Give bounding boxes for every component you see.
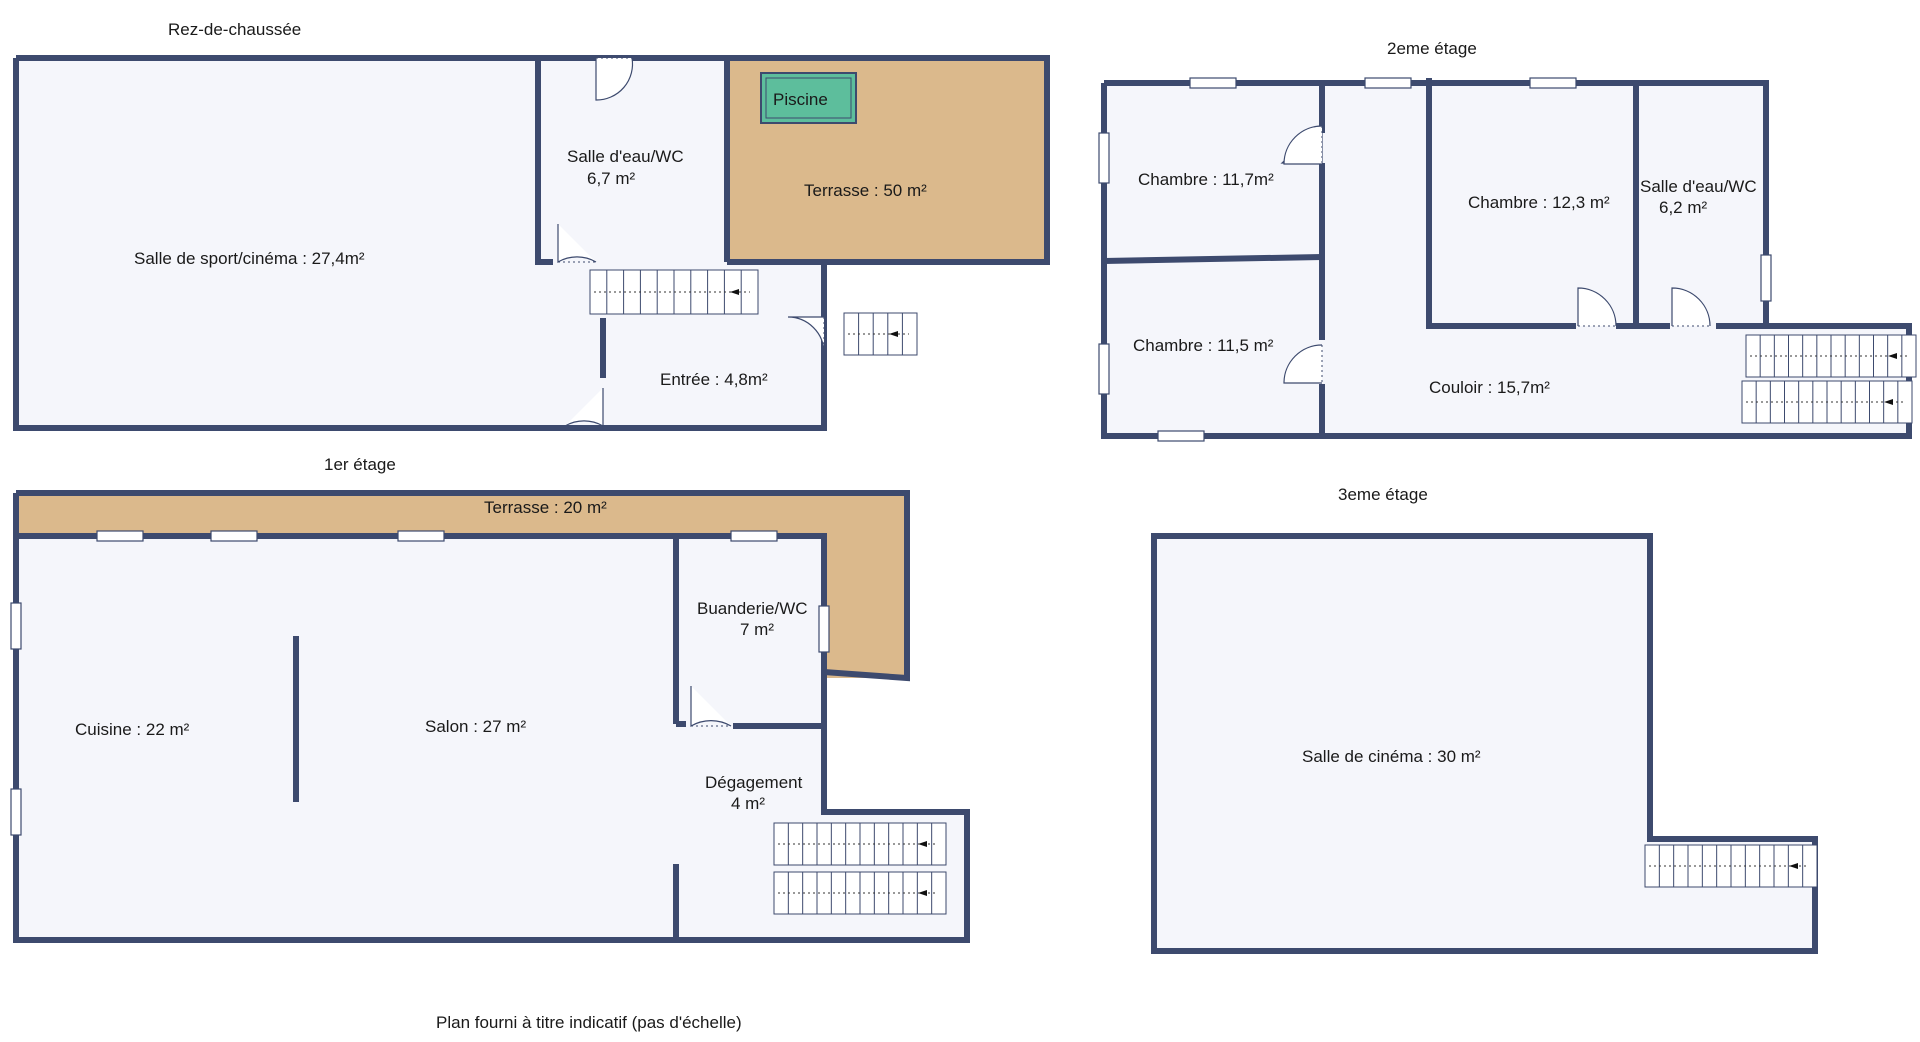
- label-sde-2-1: Salle d'eau/WC: [1640, 177, 1757, 196]
- wall-2-outer: [1101, 83, 1912, 439]
- window: [1098, 132, 1110, 184]
- room-cinema: [1154, 536, 1815, 951]
- label-chambre3: Chambre : 12,3 m²: [1468, 193, 1610, 212]
- floor-3: 3eme étage Salle de cinéma : 30 m²: [1151, 485, 1818, 954]
- floor-title-1: 1er étage: [324, 455, 396, 474]
- label-sde-2-2: 6,2 m²: [1659, 198, 1708, 217]
- stairs-2-a: [1745, 334, 1917, 378]
- label-chambre2: Chambre : 11,5 m²: [1133, 336, 1274, 355]
- stair-arrow-icon: [889, 331, 898, 337]
- stairs-1-a: [773, 822, 947, 866]
- wall-1-outer: [13, 493, 970, 943]
- label-buanderie-2: 7 m²: [740, 620, 774, 639]
- window: [10, 788, 22, 836]
- door-entree-bottom: [564, 388, 604, 428]
- label-cuisine: Cuisine : 22 m²: [75, 720, 190, 739]
- floor-1: 1er étage Terrasse : 20 m² Cuisine : 22 …: [10, 455, 970, 943]
- wall-2-e: [1426, 78, 1576, 329]
- label-couloir: Couloir : 15,7m²: [1429, 378, 1550, 397]
- room-sport: [16, 58, 538, 428]
- label-piscine: Piscine: [773, 90, 828, 109]
- pool: [760, 72, 857, 124]
- window: [1364, 77, 1412, 89]
- floor-title-2: 2eme étage: [1387, 39, 1477, 58]
- window: [210, 530, 258, 542]
- window: [1189, 77, 1237, 89]
- door-entree-right: [787, 316, 825, 354]
- label-sde-rdc-1: Salle d'eau/WC: [567, 147, 684, 166]
- label-degagement-1: Dégagement: [705, 773, 803, 792]
- label-buanderie-1: Buanderie/WC: [697, 599, 808, 618]
- label-terrasse-rdc: Terrasse : 50 m²: [804, 181, 927, 200]
- window: [397, 530, 445, 542]
- floor-rdc: Rez-de-chaussée Salle de sport/cinéma : …: [13, 20, 1050, 431]
- stairs-rdc-1: [589, 269, 759, 315]
- stairs-rdc-2: [843, 312, 918, 356]
- wall-terrace-1: [16, 490, 910, 682]
- window: [1760, 254, 1772, 302]
- label-entree: Entrée : 4,8m²: [660, 370, 768, 389]
- stair-arrow-icon: [918, 841, 927, 847]
- footer-note: Plan fourni à titre indicatif (pas d'éch…: [436, 1013, 742, 1032]
- stairs-1-b: [773, 871, 947, 915]
- label-sport: Salle de sport/cinéma : 27,4m²: [134, 249, 365, 268]
- label-salon: Salon : 27 m²: [425, 717, 526, 736]
- window: [818, 605, 830, 653]
- room-sde-rdc: [538, 58, 727, 262]
- door-sde-top: [595, 57, 634, 101]
- label-chambre1: Chambre : 11,7m²: [1138, 170, 1274, 189]
- label-sde-rdc-2: 6,7 m²: [587, 169, 636, 188]
- stair-arrow-icon: [1888, 353, 1897, 359]
- wall-3-outer: [1151, 533, 1818, 954]
- floor-2: 2eme étage Chambre : 11,7m²: [1098, 39, 1917, 442]
- wall-2-d: [1103, 254, 1323, 264]
- label-terrasse-1: Terrasse : 20 m²: [484, 498, 607, 517]
- stairs-2-b: [1741, 380, 1913, 424]
- stair-arrow-icon: [730, 289, 739, 295]
- label-cinema: Salle de cinéma : 30 m²: [1302, 747, 1481, 766]
- window: [1157, 430, 1205, 442]
- wall-sde-left: [535, 58, 553, 265]
- wall-rdc-outer-top: [16, 55, 1050, 265]
- floor-title-3: 3eme étage: [1338, 485, 1428, 504]
- window: [96, 530, 144, 542]
- floor-1-fill: [16, 536, 967, 940]
- door-sde-2: [1671, 287, 1711, 327]
- stair-arrow-icon: [1884, 399, 1893, 405]
- window: [730, 530, 778, 542]
- window: [1098, 343, 1110, 395]
- floor-title-rdc: Rez-de-chaussée: [168, 20, 301, 39]
- stair-arrow-icon: [918, 890, 927, 896]
- door-chambre3: [1577, 287, 1617, 327]
- label-degagement-2: 4 m²: [731, 794, 765, 813]
- door-chambre2: [1283, 344, 1323, 384]
- stair-arrow-icon: [1789, 863, 1798, 869]
- pool-inner: [765, 77, 852, 119]
- stairs-3: [1644, 844, 1818, 888]
- terrace-1: [16, 493, 907, 678]
- window: [10, 602, 22, 650]
- window: [1529, 77, 1577, 89]
- floor-2-fill: [1104, 83, 1909, 436]
- door-chambre1: [1283, 125, 1323, 165]
